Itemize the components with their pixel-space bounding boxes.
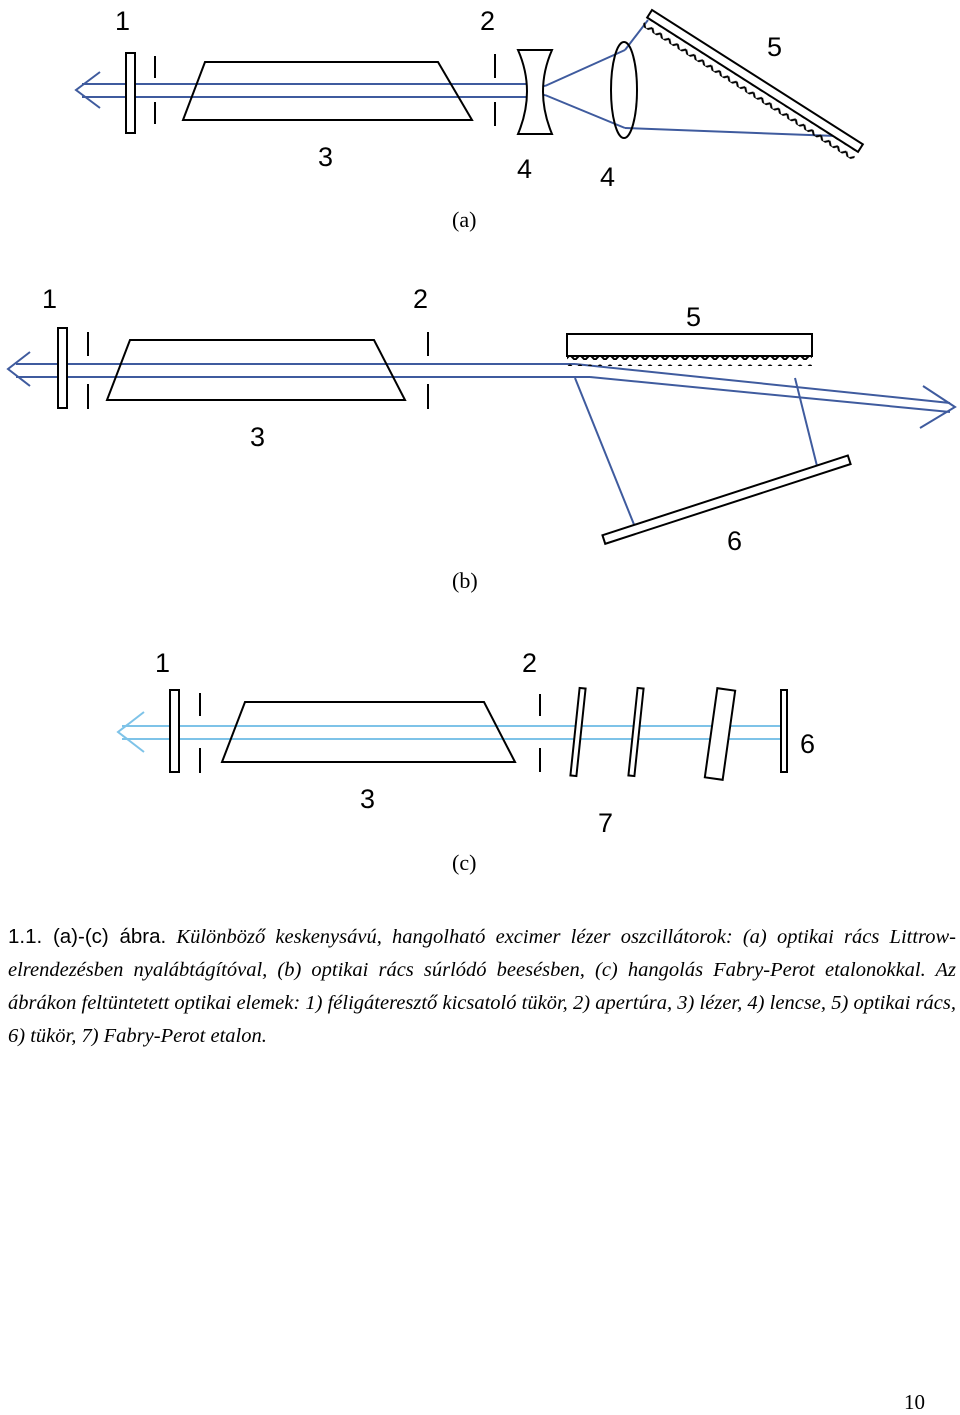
beam-a — [74, 19, 837, 137]
label-c-3: 3 — [360, 784, 375, 814]
laser-tube-b — [105, 339, 407, 401]
label-a-3: 3 — [318, 142, 333, 172]
diagram-a: 1 2 3 4 4 5 (a) — [74, 6, 865, 232]
label-a-5: 5 — [767, 32, 782, 62]
grating-a — [641, 8, 865, 161]
beam-b — [6, 351, 957, 528]
output-coupler-a — [125, 52, 156, 134]
label-a-1: 1 — [115, 6, 130, 36]
subcaption-c: (c) — [452, 850, 476, 875]
etalon-2 — [627, 686, 645, 778]
grating-b — [566, 333, 813, 366]
subcaption-b: (b) — [452, 568, 478, 593]
label-c-2: 2 — [522, 648, 537, 678]
label-b-5: 5 — [686, 302, 701, 332]
beam-c — [116, 711, 785, 753]
diagram-b: 1 2 3 5 6 (b) — [6, 284, 957, 593]
label-c-7: 7 — [598, 808, 613, 838]
subcaption-a: (a) — [452, 207, 476, 232]
label-b-1: 1 — [42, 284, 57, 314]
output-coupler-c — [169, 689, 201, 773]
caption-text: Különböző keskenysávú, hangolható excime… — [8, 926, 956, 1047]
label-b-2: 2 — [413, 284, 428, 314]
tuning-mirror-b — [601, 454, 852, 546]
figure-caption: 1.1. (a)-(c) ábra. Különböző keskenysávú… — [8, 920, 956, 1053]
label-c-6: 6 — [800, 729, 815, 759]
tuning-mirror-c — [780, 689, 788, 773]
laser-tube-a — [181, 61, 474, 121]
label-b-3: 3 — [250, 422, 265, 452]
output-coupler-b — [57, 327, 89, 409]
concave-lens — [516, 49, 554, 135]
label-a-4-concave: 4 — [517, 154, 532, 184]
etalon-3 — [703, 687, 737, 781]
optical-setups-figure: 1 2 3 4 4 5 (a) — [6, 6, 957, 875]
page-number: 10 — [904, 1390, 925, 1414]
caption-prefix: 1.1. (a)-(c) ábra. — [8, 925, 167, 948]
label-a-4-convex: 4 — [600, 162, 615, 192]
label-c-1: 1 — [155, 648, 170, 678]
laser-tube-c — [220, 701, 517, 763]
label-a-2: 2 — [480, 6, 495, 36]
convex-lens — [610, 41, 638, 139]
label-b-6: 6 — [727, 526, 742, 556]
diagram-c: 1 2 3 6 7 (c) — [116, 648, 815, 875]
etalon-1 — [569, 686, 587, 778]
